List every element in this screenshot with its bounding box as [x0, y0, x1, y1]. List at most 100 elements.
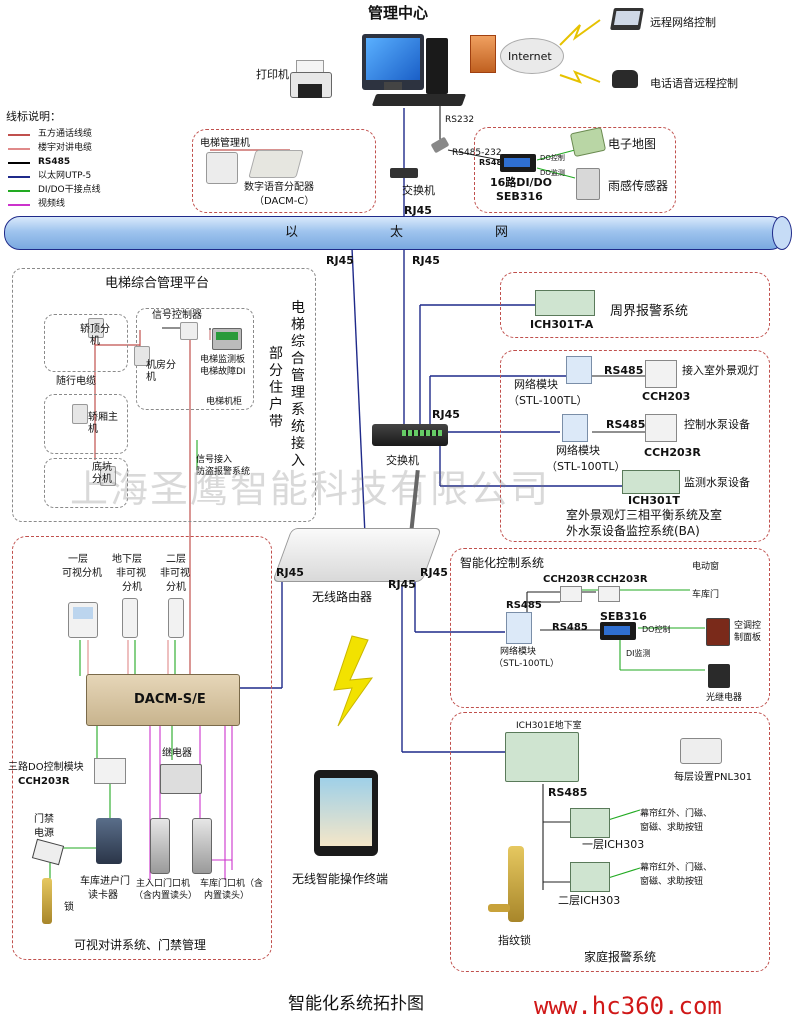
perimeter-label: 周界报警系统 — [610, 304, 689, 319]
relay-label: 继电器 — [162, 748, 192, 759]
watermark: 上海圣鹰智能科技有限公司 — [70, 467, 551, 511]
rj45-right-label: RJ45 — [412, 254, 440, 267]
electric-window-label: 电动窗 — [692, 562, 720, 572]
smart-rs485-a: RS485 — [506, 600, 542, 611]
rs232-label: RS232 — [445, 115, 475, 125]
basement2-label: 非可视 — [116, 568, 146, 579]
ba-net1-model: （STL-100TL） — [508, 394, 588, 407]
ba-box — [500, 350, 770, 542]
pit-label: 底坑分机 — [92, 462, 112, 485]
smart-di-mon: DI监测 — [626, 649, 651, 658]
perimeter-model: ICH301T-A — [530, 318, 594, 331]
ich303-floor1-label: 一层ICH303 — [582, 838, 645, 851]
seb-model-label: SEB316 — [496, 190, 543, 203]
ethernet-char-2: 太 — [390, 225, 404, 240]
intercom-box — [12, 536, 272, 960]
cch203-icon — [645, 360, 677, 388]
seb-rs485-label: RS485 — [479, 158, 508, 167]
reader-label: 车库进户门 — [80, 876, 130, 887]
signal-in-label: 信号接入 — [196, 455, 233, 465]
signal-controller-label: 信号控制器 — [152, 310, 202, 321]
rj45-top-label: RJ45 — [404, 204, 432, 217]
card-reader-icon — [96, 818, 122, 864]
rs485-232-label: RS485-232 — [452, 148, 502, 158]
signal-controller-icon — [180, 322, 198, 340]
basement3-label: 分机 — [122, 582, 142, 593]
home-alarm-box — [450, 712, 770, 972]
fingerprint-lock-icon — [508, 846, 524, 922]
ethernet-char-3: 网 — [495, 225, 509, 240]
garage-door-station-icon — [192, 818, 212, 874]
elevator-platform-title: 电梯综合管理平台 — [105, 276, 210, 291]
car-host-box — [44, 394, 128, 454]
smart-cch203r-a: CCH203R — [543, 574, 595, 585]
emap-label: 电子地图 — [608, 137, 657, 151]
ac-panel-icon — [706, 618, 730, 646]
relay-icon — [160, 764, 202, 794]
ba-rj45-label: RJ45 — [432, 408, 460, 421]
printer-icon — [290, 60, 332, 102]
smart-net-model: （STL-100TL） — [494, 659, 560, 669]
cch203r-icon — [645, 414, 677, 442]
remote-network-label: 远程网络控制 — [650, 16, 716, 29]
printer-label: 打印机 — [256, 68, 289, 81]
top-switch-label: 交换机 — [402, 184, 435, 197]
smart-net-module-icon — [506, 612, 532, 644]
rain-sensor-icon — [576, 168, 600, 200]
car-top-box — [44, 314, 128, 372]
lock-icon — [42, 878, 52, 924]
elevator-platform-box — [12, 268, 316, 522]
video-indoor-unit-icon — [68, 602, 98, 638]
main-door2-label: （含内置读头） — [134, 891, 198, 901]
ba-switch-icon — [372, 424, 448, 446]
ac-panel2-label: 制面板 — [734, 633, 762, 643]
rj45-left-label: RJ45 — [326, 254, 354, 267]
pc-tower-icon — [426, 38, 448, 94]
seb-device-label: 16路DI/DO — [490, 176, 553, 189]
ich303-floor2-label: 二层ICH303 — [558, 894, 621, 907]
tablet-icon — [314, 770, 378, 856]
door-power-label: 门禁 — [34, 814, 54, 825]
perimeter-box — [500, 272, 770, 338]
management-center-title: 管理中心 — [368, 4, 429, 22]
optical-relay-icon — [708, 664, 730, 688]
elevator-vertical-caption: 电梯综合管理系统接入 — [291, 300, 305, 469]
ich303-floor1-icon — [570, 808, 610, 838]
smart-rs485-b: RS485 — [552, 622, 588, 633]
router-rj45-left: RJ45 — [276, 566, 304, 579]
home-rs485-label: RS485 — [548, 786, 588, 799]
ethernet-char-1: 以 — [285, 225, 299, 240]
router-rj45-right: RJ45 — [420, 566, 448, 579]
floor2b-label: 非可视 — [160, 568, 190, 579]
monitor-icon — [362, 34, 424, 90]
router-label: 无线路由器 — [312, 590, 373, 604]
elevator-vertical-caption-2: 部分住户带 — [269, 346, 283, 430]
intercom-caption: 可视对讲系统、门禁管理 — [74, 938, 207, 952]
seb316-device-icon — [500, 154, 536, 172]
ba-cch203r: CCH203R — [644, 446, 701, 459]
ba-caption-1: 室外景观灯三相平衡系统及室 — [566, 508, 723, 522]
remote-phone-label: 电话语音远程控制 — [650, 77, 738, 90]
smart-cch203r-b: CCH203R — [596, 574, 648, 585]
floor1-label: 一层 — [68, 554, 88, 565]
car-top-label: 轿顶分机 — [80, 324, 110, 347]
dacm-se-controller-icon — [86, 674, 240, 726]
car-host-label: 轿厢主机 — [88, 412, 118, 435]
do3-module-label: 三路DO控制模块 — [8, 762, 84, 773]
ba-caption-2: 外水泵设备监控系统(BA) — [566, 524, 700, 538]
internet-cloud-icon — [500, 38, 564, 74]
smart-cch203r-b-icon — [598, 586, 620, 602]
splitter-model: （DACM-C） — [254, 196, 315, 207]
dacm-label: DACM-S/E — [134, 692, 206, 707]
top-switch-icon — [390, 168, 418, 178]
rain-sensor-label: 雨感传感器 — [608, 179, 669, 193]
ethernet-backbone — [4, 216, 786, 250]
main-door-label: 主入口门口机 — [136, 879, 191, 889]
fingerprint-label: 指纹锁 — [498, 934, 531, 947]
smart-seb316-label: SEB316 — [600, 610, 647, 623]
ba-pump-mon: 监测水泵设备 — [684, 476, 750, 489]
net-module-1-icon — [566, 356, 592, 384]
site-watermark: www.hc360.com — [534, 992, 722, 1020]
ba-net2-label: 网络模块 — [556, 444, 600, 457]
